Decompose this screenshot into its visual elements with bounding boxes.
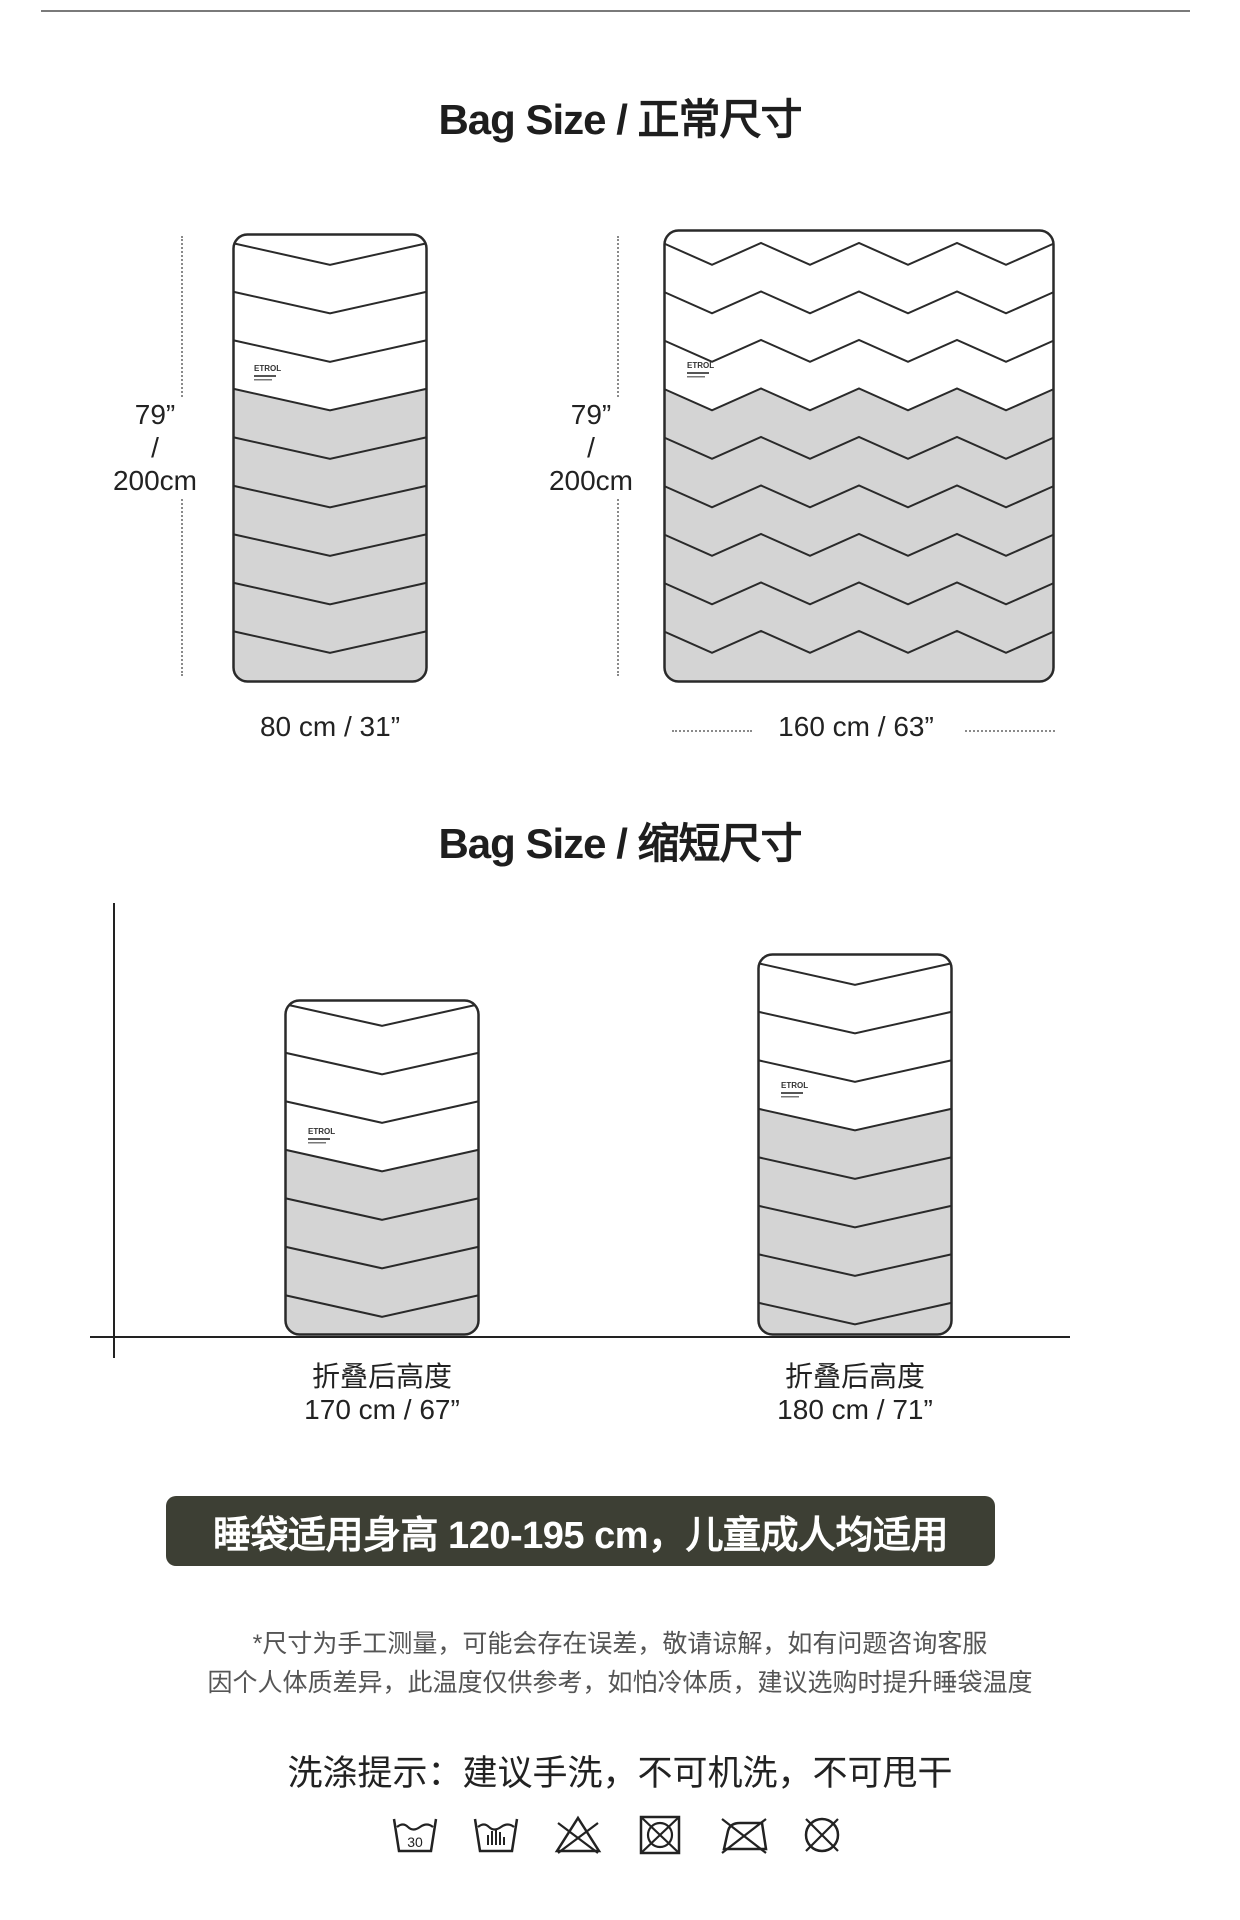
do-not-tumble-dry-icon (639, 1815, 681, 1855)
sleeping-bag-short-180-illustration: ETROL (757, 953, 953, 1336)
baseline-axis (90, 1336, 1070, 1338)
height-label-single: 79” / 200cm (95, 398, 215, 498)
wash-tip: 洗涤提示：建议手洗，不可机洗，不可甩干 (287, 1754, 953, 1793)
fold-height-value: 170 cm / 67” (304, 1394, 460, 1426)
width-guide-right (965, 730, 1055, 732)
top-divider (41, 10, 1190, 12)
sleeping-bag-double-illustration: ETROL (663, 229, 1055, 683)
height-inch: 79” (134, 399, 176, 430)
svg-text:ETROL: ETROL (781, 1081, 808, 1090)
height-sep: / (587, 432, 595, 464)
machine-wash-30-icon: 30 (392, 1818, 438, 1853)
height-cm: 200cm (548, 465, 634, 497)
svg-text:ETROL: ETROL (687, 361, 714, 370)
measurement-note: *尺寸为手工测量，可能会存在误差，敬请谅解，如有问题咨询客服 (252, 1630, 988, 1658)
sleeping-bag-single-illustration: ETROL (232, 233, 428, 683)
width-label-double: 160 cm / 63” (778, 711, 934, 742)
do-not-dry-clean-icon (804, 1817, 840, 1853)
fold-height-label: 折叠后高度 (311, 1361, 452, 1392)
height-cm: 200cm (112, 465, 198, 497)
do-not-bleach-icon (554, 1815, 602, 1854)
svg-text:ETROL: ETROL (308, 1127, 335, 1136)
height-inch: 79” (570, 399, 612, 430)
fold-height-label: 折叠后高度 (784, 1361, 925, 1392)
sleeping-bag-short-170-illustration: ETROL (284, 999, 480, 1336)
vertical-axis (113, 903, 115, 1358)
do-not-iron-icon (721, 1818, 768, 1854)
short-bag-caption-1: 折叠后高度 170 cm / 67” (247, 1360, 517, 1426)
height-sep: / (151, 432, 159, 464)
height-range-banner: 睡袋适用身高 120-195 cm，儿童成人均适用 (166, 1496, 995, 1566)
fold-height-value: 180 cm / 71” (777, 1394, 933, 1426)
short-bag-caption-2: 折叠后高度 180 cm / 71” (720, 1360, 990, 1426)
temperature-note: 因个人体质差异，此温度仅供参考，如怕冷体质，建议选购时提升睡袋温度 (207, 1669, 1033, 1697)
svg-text:30: 30 (407, 1834, 423, 1850)
hand-wash-icon (473, 1818, 519, 1853)
svg-text:ETROL: ETROL (254, 364, 281, 373)
width-guide-left (672, 730, 752, 732)
height-label-double: 79” / 200cm (531, 398, 651, 498)
section-title-short: Bag Size / 缩短尺寸 (438, 820, 802, 867)
section-title-normal: Bag Size / 正常尺寸 (438, 96, 802, 143)
width-label-single: 80 cm / 31” (259, 711, 401, 742)
